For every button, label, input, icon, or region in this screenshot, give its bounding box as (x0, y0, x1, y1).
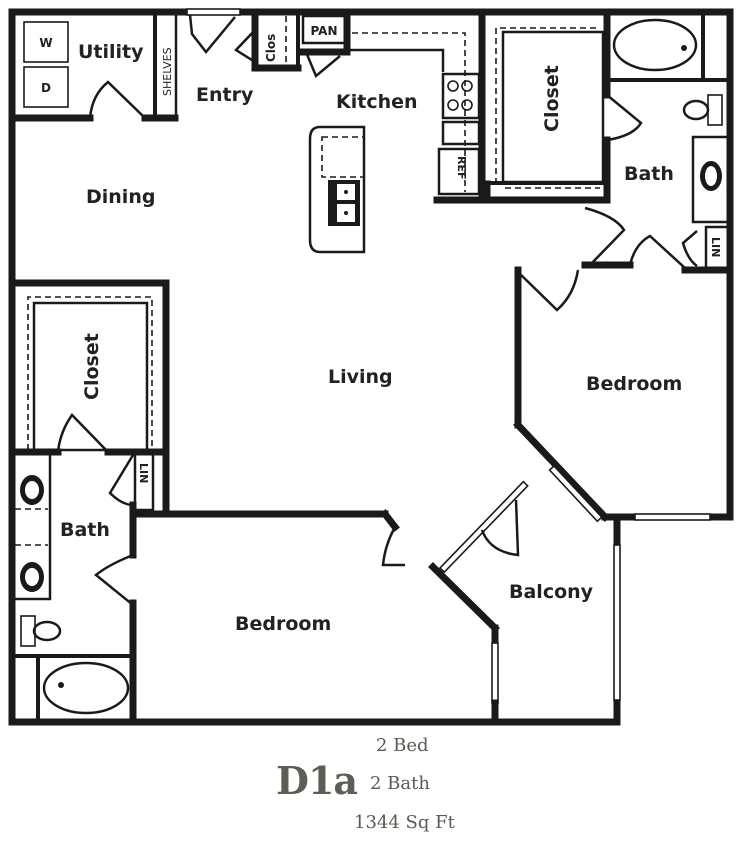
exterior-walls (8, 8, 734, 726)
utility-door (88, 80, 146, 119)
second-bath: Bath LIN (12, 450, 155, 726)
double-vanity (12, 452, 52, 601)
master-bedroom-label: Bedroom (586, 373, 682, 395)
master-closet-door (606, 94, 643, 142)
second-closet-label: Closet (81, 333, 103, 400)
bedroom-count: 2 Bed (376, 735, 429, 756)
second-bedroom-door (381, 526, 405, 567)
toilet-tank-icon (707, 94, 723, 126)
bathroom-count: 2 Bath (370, 773, 430, 794)
balcony: Balcony (428, 480, 594, 726)
square-footage: 1344 Sq Ft (354, 812, 455, 833)
master-closet-label: Closet (541, 65, 563, 132)
refrigerator-label: REF (455, 156, 468, 180)
pantry-door (304, 51, 341, 79)
living-label: Living (328, 366, 393, 388)
master-bedroom-door (517, 269, 580, 312)
washer-icon (23, 21, 69, 63)
master-bath: Bath LIN (581, 12, 734, 274)
stove-icon (441, 72, 481, 120)
front-door-frame (186, 8, 241, 16)
kitchen: PAN REF Kitchen (299, 8, 486, 254)
pantry-label: PAN (310, 24, 337, 38)
toilet-icon (32, 620, 62, 642)
second-bedroom: Bedroom (129, 509, 405, 635)
utility-label: Utility (78, 41, 144, 63)
entry: Entry Clos (186, 8, 302, 106)
master-closet: Closet (483, 8, 643, 204)
entry-label: Entry (196, 84, 254, 106)
second-linen-label: LIN (137, 463, 150, 483)
balcony-label: Balcony (509, 581, 594, 603)
utility-room: W D Utility SHELVES (8, 12, 179, 122)
toilet-icon (682, 99, 710, 121)
second-bath-door (94, 553, 134, 606)
dining-label: Dining (86, 186, 155, 208)
dryer-icon (23, 66, 69, 108)
washer-label: W (39, 36, 52, 50)
kitchen-island (308, 125, 366, 254)
second-closet-door (56, 413, 109, 453)
second-bedroom-label: Bedroom (235, 613, 331, 635)
second-bath-label: Bath (60, 519, 110, 541)
master-bath-door (584, 206, 626, 266)
linen-door (681, 230, 698, 268)
dryer-label: D (41, 81, 51, 95)
linen-door (108, 454, 135, 507)
bathtub-icon (42, 661, 130, 715)
master-linen-label: LIN (709, 237, 722, 257)
master-bath-door-2 (628, 234, 686, 269)
closet-door (234, 29, 256, 64)
entry-closet-label: Clos (264, 34, 278, 62)
second-closet: Closet (8, 279, 170, 514)
shelves-label: SHELVES (161, 47, 174, 96)
balcony-door (480, 499, 520, 557)
bathtub-icon (612, 18, 698, 72)
refrigerator-icon (437, 147, 481, 196)
vanity (691, 135, 732, 224)
kitchen-label: Kitchen (336, 91, 418, 113)
master-bedroom: Bedroom (513, 266, 682, 523)
master-bath-label: Bath (624, 163, 674, 185)
unit-name: D1a (276, 758, 358, 803)
front-door (188, 14, 236, 54)
